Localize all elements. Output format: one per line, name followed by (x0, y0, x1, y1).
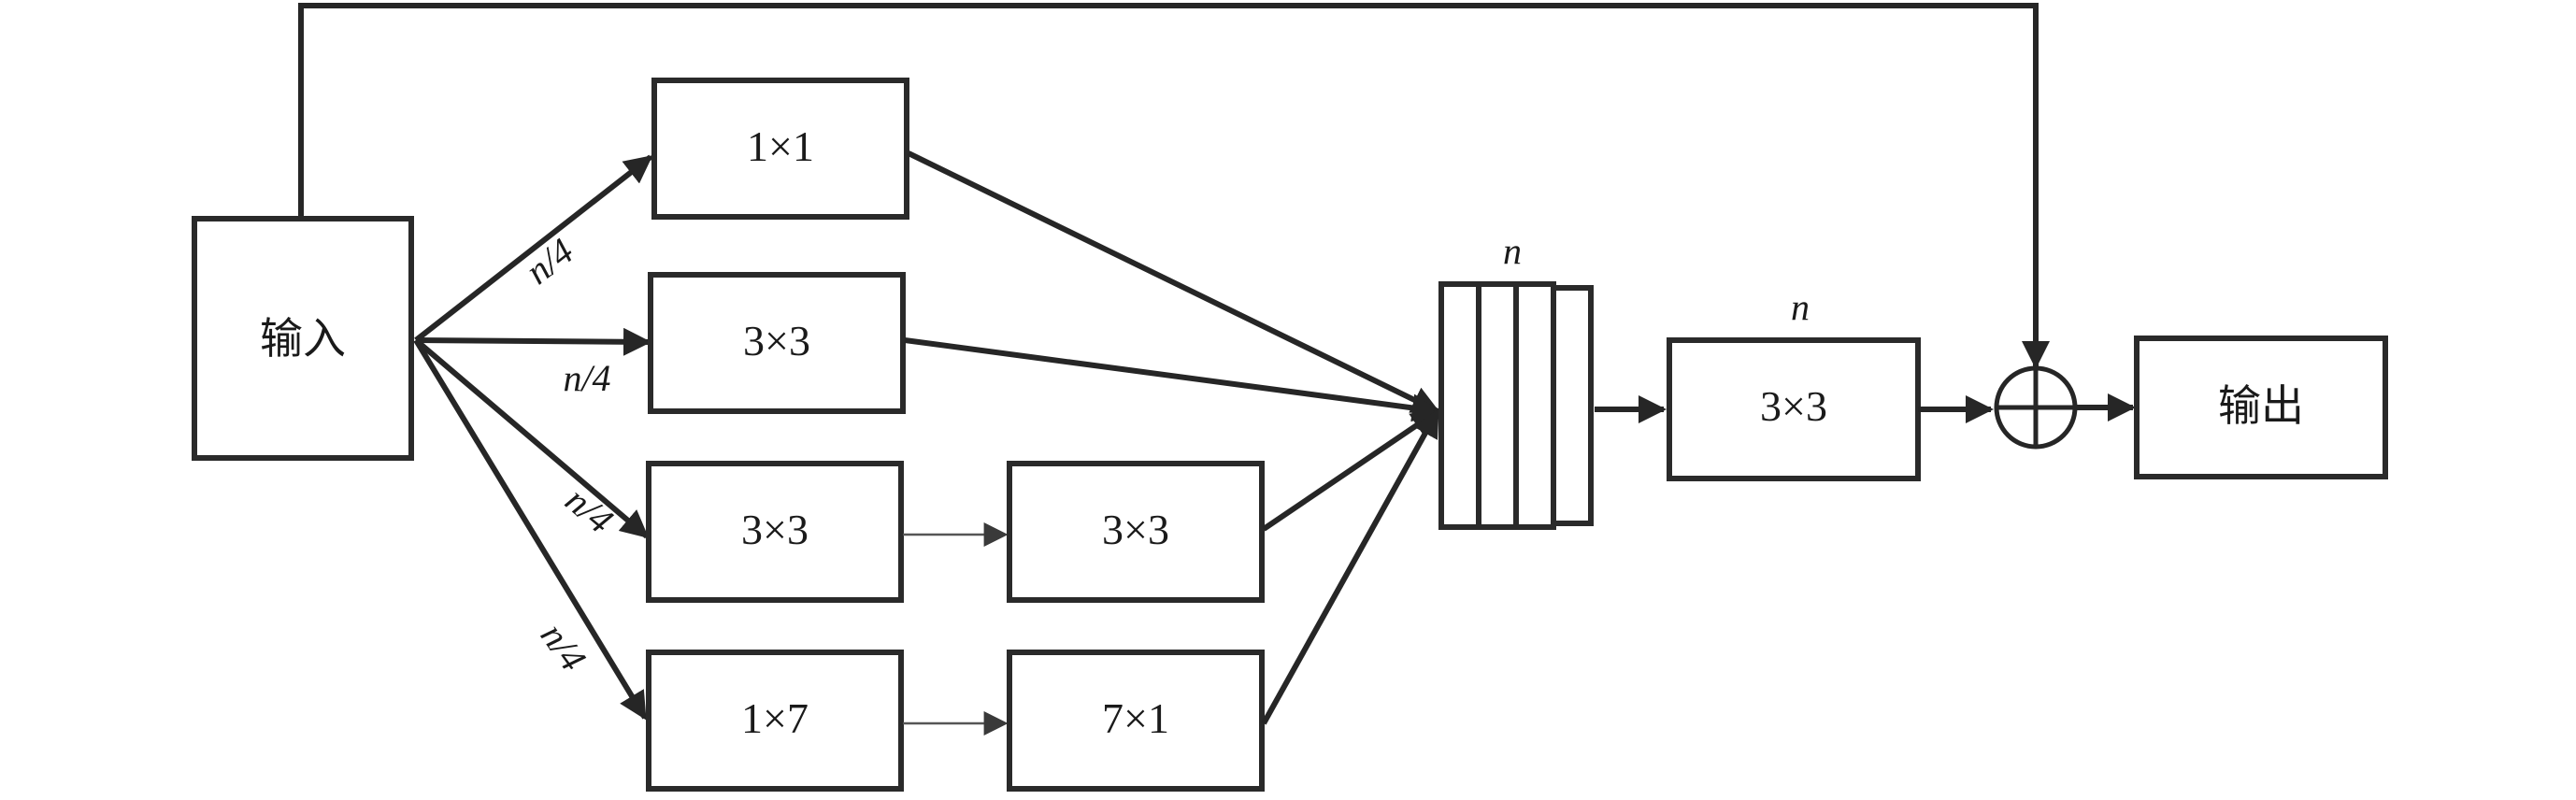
conv-3x3-out-n-label: n (1791, 286, 1810, 328)
conv-3x3-out-node: 3×3 n (1667, 286, 1921, 481)
branch4-to-concat-edge (1261, 408, 1440, 725)
concat-node: n (1438, 230, 1594, 530)
conv-1x7-node: 1×7 (646, 650, 904, 792)
branch2-label: n/4 (563, 357, 610, 399)
output-node: 输出 (2134, 336, 2388, 479)
concat-label: n (1503, 230, 1522, 272)
branch1-edge (414, 154, 653, 343)
conv-1x1-label: 1×1 (747, 122, 814, 170)
conv-7x1-label: 7×1 (1102, 694, 1169, 742)
conv-3x3-out-label: 3×3 (1760, 382, 1827, 430)
branch3-to-concat-edge (1262, 408, 1440, 532)
conv-1x7-label: 1×7 (741, 694, 809, 742)
conv-3x3-b2-node: 3×3 (1007, 461, 1265, 603)
input-label: 输入 (260, 313, 346, 364)
branch3-label: n/4 (558, 479, 622, 541)
conv-3x3-a-label: 3×3 (743, 317, 810, 364)
branch4-edge (413, 338, 648, 721)
conv-3x3-b1-label: 3×3 (741, 506, 809, 553)
branch2-to-concat-edge (904, 337, 1440, 422)
conv-3x3-b2-label: 3×3 (1102, 506, 1169, 553)
output-label: 输出 (2218, 380, 2304, 431)
branch2-edge (415, 327, 651, 356)
sum-adder-icon (1994, 365, 2078, 450)
branch3-edge (414, 337, 650, 539)
branch1-label: n/4 (518, 230, 581, 293)
conv-7x1-node: 7×1 (1007, 650, 1265, 792)
conv-3x3-b1-node: 3×3 (646, 461, 904, 603)
conv-1x1-node: 1×1 (651, 78, 909, 220)
conv-3x3-a-node: 3×3 (648, 272, 906, 414)
skip-connection-edge (298, 3, 2050, 369)
input-node: 输入 (192, 216, 414, 461)
branch1-to-concat-edge (907, 150, 1440, 414)
